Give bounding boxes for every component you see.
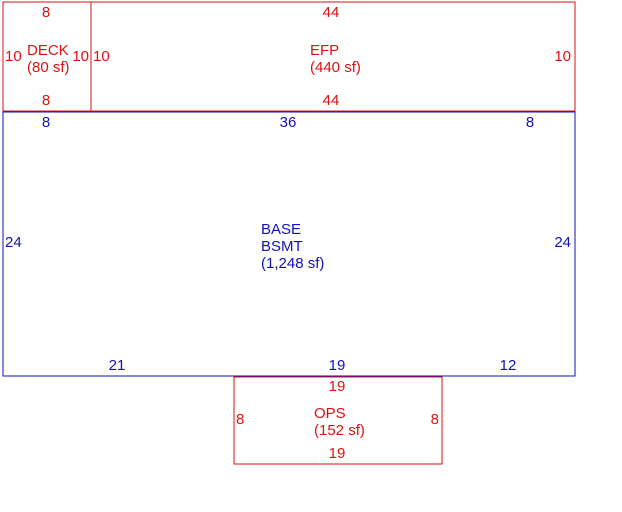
base-dim-bottom-mid: 19 [329,357,346,374]
base-dim-bottom-right: 12 [500,357,517,374]
base-dim-top-right: 8 [526,114,534,131]
base-dim-top-left: 8 [42,114,50,131]
ops-outline[interactable] [233,376,443,465]
efp-dim-bottom: 44 [323,92,340,109]
efp-area: (440 sf) [310,59,361,76]
base-dim-top-mid: 36 [280,114,297,131]
deck-label: DECK [27,42,69,59]
efp-dim-right: 10 [554,48,571,65]
deck-area: (80 sf) [27,59,70,76]
efp-outline[interactable] [90,1,576,112]
deck-dim-bottom: 8 [42,92,50,109]
ops-area: (152 sf) [314,422,365,439]
ops-dim-left: 8 [236,411,244,428]
base-label-2: BSMT [261,238,303,255]
ops-dim-right: 8 [431,411,439,428]
deck-dim-top: 8 [42,4,50,21]
base-label: BASE [261,221,301,238]
base-bsmt-outline[interactable] [2,111,576,377]
efp-label: EFP [310,42,339,59]
base-dim-bottom-left: 21 [109,357,126,374]
ops-dim-bottom: 19 [329,445,346,462]
ops-label: OPS [314,405,346,422]
ops-dim-top: 19 [329,378,346,395]
efp-dim-left: 10 [93,48,110,65]
deck-dim-right: 10 [72,48,89,65]
base-dim-right: 24 [554,234,571,251]
efp-dim-top: 44 [323,4,340,21]
deck-dim-left: 10 [5,48,22,65]
base-dim-left: 24 [5,234,22,251]
base-area: (1,248 sf) [261,255,324,272]
